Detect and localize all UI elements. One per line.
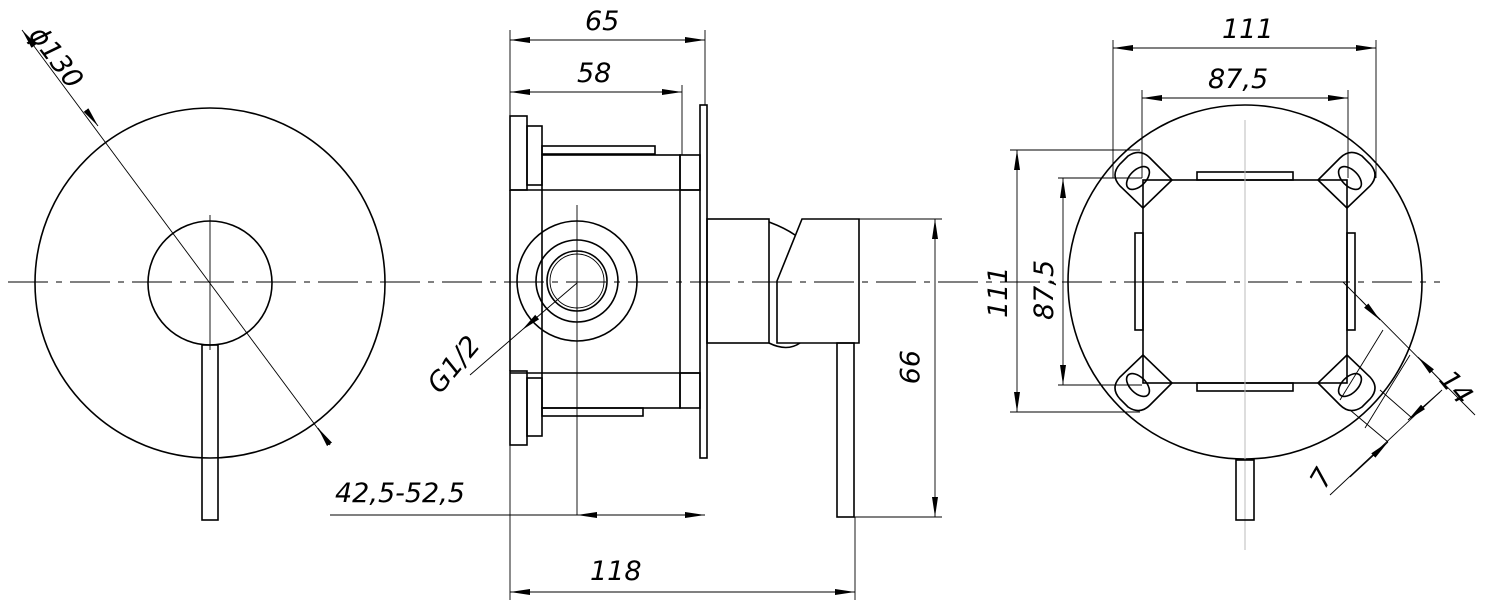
depth-range-label: 42,5-52,5 [335, 478, 465, 509]
height-inner-label: 87,5 [1029, 260, 1060, 320]
mounting-ear [1114, 151, 1174, 210]
thread-label: G1/2 [422, 330, 487, 399]
slot-width-label: 7 [1304, 463, 1339, 493]
diameter-label: ϕ130 [22, 21, 88, 95]
valve-body [541, 154, 681, 409]
width-body-label: 58 [577, 58, 611, 89]
side-view: 65 58 G1/2 99 118 [422, 6, 942, 600]
mounting-ear [1114, 353, 1174, 412]
back-lever [1235, 459, 1255, 521]
length-total-label: 118 [590, 556, 642, 587]
width-overall-label: 65 [585, 6, 619, 37]
handle-sleeve [706, 218, 770, 344]
width-outer-label: 111 [1222, 14, 1274, 45]
thread-leader [521, 282, 578, 331]
lever [201, 344, 219, 521]
cover-plate-circle [34, 107, 386, 459]
diameter-leader [21, 29, 331, 446]
handle-body [776, 218, 860, 344]
height-label: 99 [893, 350, 924, 384]
dimension-7-line [1329, 389, 1443, 496]
side-lever [836, 342, 855, 518]
slot-length-label: 14 [1433, 365, 1479, 411]
front-view: ϕ130 42,5-52,5 [21, 21, 705, 521]
width-inner-label: 87,5 [1208, 64, 1268, 95]
mounting-ear [1316, 151, 1376, 210]
back-view: 111 87,5 111 87,5 14 7 [983, 14, 1478, 550]
height-outer-label: 111 [983, 266, 1014, 318]
mounting-ear [1316, 353, 1376, 412]
